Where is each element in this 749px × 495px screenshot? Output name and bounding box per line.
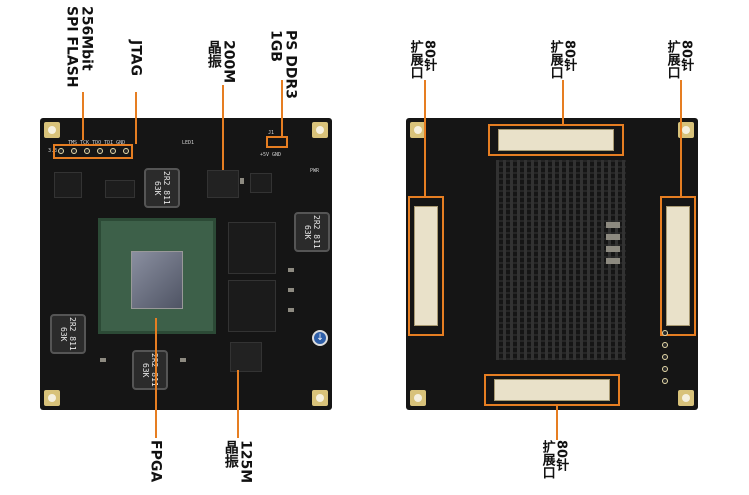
leader-line-flash: [82, 92, 84, 140]
label-ext-right: 80针扩展口: [664, 40, 694, 79]
header-pin: [662, 330, 668, 336]
ext-connector-left: [414, 206, 438, 326]
leader-line-fpga: [155, 318, 157, 438]
silk-j1: J1: [268, 130, 275, 136]
inductor: 2R2 811 63K: [294, 212, 330, 252]
capacitor: [606, 234, 620, 240]
leader-line-ext-right: [680, 80, 682, 196]
jtag-pin: [84, 148, 90, 154]
ddr3-chip-2: [228, 280, 276, 332]
fpga-chip: [98, 218, 216, 334]
jtag-pin: [97, 148, 103, 154]
leader-line-200m: [222, 85, 224, 170]
ddr-power-header-highlight: [266, 136, 288, 148]
ext-connector-left-highlight: [408, 196, 444, 336]
capacitor: [100, 358, 106, 362]
ic-chip: [250, 173, 272, 193]
jtag-header-highlight: [53, 144, 133, 159]
ext-connector-bottom: [494, 379, 610, 401]
leader-line-ext-top: [562, 80, 564, 124]
mounting-hole: [312, 122, 328, 138]
inductor: 2R2 811 63K: [144, 168, 180, 208]
ic-chip: [105, 180, 135, 198]
leader-line-ext-bottom: [556, 406, 558, 440]
component-cluster: [496, 160, 626, 360]
arrow-icon: ↓: [312, 330, 328, 346]
header-pin: [662, 354, 668, 360]
label-ext-top: 80针扩展口: [547, 40, 577, 79]
mounting-hole: [44, 390, 60, 406]
capacitor: [606, 258, 620, 264]
capacitor: [288, 268, 294, 272]
silk-3v3: 3.3: [48, 148, 58, 154]
ext-connector-top: [498, 129, 614, 151]
capacitor: [288, 308, 294, 312]
inductor: 2R2 811 63K: [132, 350, 168, 390]
leader-line-125m: [237, 370, 239, 438]
pcb-top-side: 3.3 TMS TCK TDO TDI GND LED1 J1 +5V GND …: [40, 118, 332, 410]
inductor: 2R2 811 63K: [50, 314, 86, 354]
oscillator-125m: [230, 342, 262, 372]
jtag-pin: [71, 148, 77, 154]
header-pin: [662, 366, 668, 372]
pcb-bottom-side: [406, 118, 698, 410]
jtag-pin: [58, 148, 64, 154]
ext-connector-bottom-highlight: [484, 374, 620, 406]
ext-connector-right: [666, 206, 690, 326]
ext-connector-top-highlight: [488, 124, 624, 156]
label-jtag: JTAG: [127, 40, 144, 76]
capacitor: [606, 222, 620, 228]
leader-line-ext-left: [424, 80, 426, 196]
mounting-hole: [312, 390, 328, 406]
mounting-hole: [678, 390, 694, 406]
mounting-hole: [44, 122, 60, 138]
capacitor: [180, 358, 186, 362]
silk-led1: LED1: [182, 140, 195, 146]
silk-jtag-pins: TMS TCK TDO TDI GND: [68, 140, 126, 146]
silk-pwr: PWR: [310, 168, 320, 174]
header-pin: [662, 378, 668, 384]
oscillator-200m: [207, 170, 239, 198]
fpga-die: [131, 251, 183, 309]
mounting-hole: [410, 390, 426, 406]
capacitor: [606, 246, 620, 252]
silk-5v: +5V GND: [260, 152, 282, 158]
ddr3-chip-1: [228, 222, 276, 274]
label-ext-left: 80针扩展口: [407, 40, 437, 79]
label-ext-bottom: 80针扩展口: [539, 440, 569, 479]
jtag-pin: [123, 148, 129, 154]
header-pin: [662, 342, 668, 348]
ext-connector-right-highlight: [660, 196, 696, 336]
mounting-hole: [410, 122, 426, 138]
leader-line-jtag: [135, 92, 137, 144]
jtag-pin: [110, 148, 116, 154]
capacitor: [240, 178, 244, 184]
label-fpga: FPGA: [147, 440, 164, 483]
mounting-hole: [678, 122, 694, 138]
spi-flash-chip: [54, 172, 82, 198]
capacitor: [288, 288, 294, 292]
leader-line-ddr: [281, 80, 283, 136]
